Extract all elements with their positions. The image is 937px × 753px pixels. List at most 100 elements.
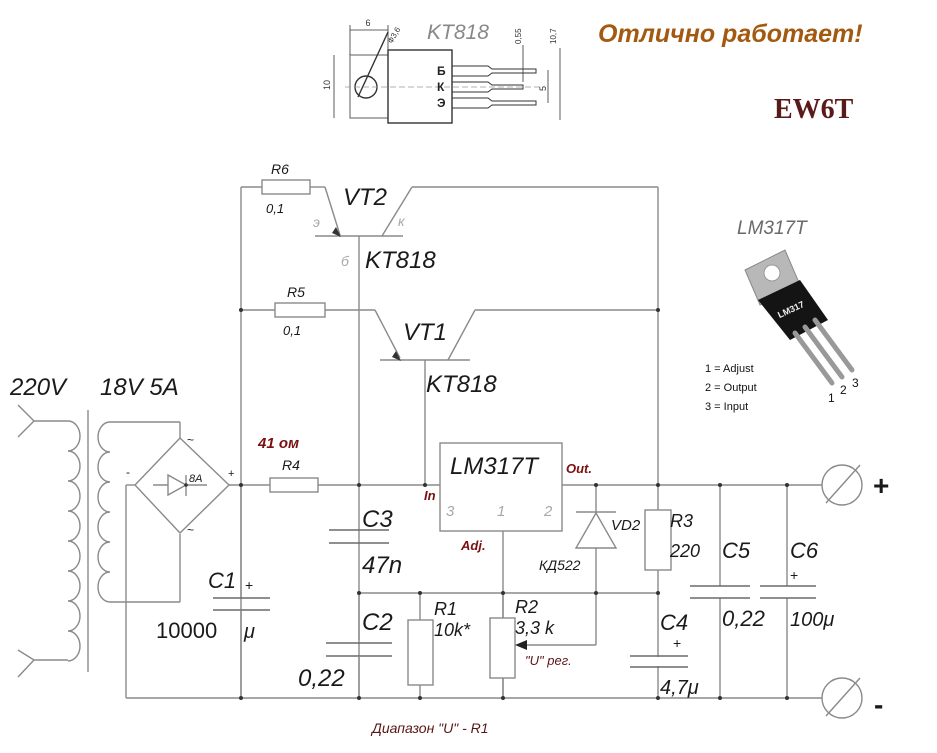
vt2-pin-k: к [398, 213, 406, 229]
secondary-winding [97, 421, 111, 603]
vt1-type: KT818 [426, 371, 497, 398]
lm317-pinout-1: 1 = Adjust [705, 363, 754, 375]
lm317-tab-hole [763, 264, 781, 282]
capacitor-c3: C3 47n [329, 506, 402, 579]
capacitor-c2: C2 0,22 [298, 609, 393, 698]
c6-value: 100μ [790, 609, 834, 631]
diode-bridge: 8A - + ~ ~ [126, 433, 234, 537]
slogan-text: Отлично работает! [598, 20, 863, 48]
transformer: 220V 18V 5A [9, 374, 181, 678]
lm317-pin-num-3: 3 [852, 376, 859, 390]
c2-name: C2 [362, 609, 393, 636]
vt2-name: VT2 [343, 184, 387, 211]
lm317-pinout-3: 3 = Input [705, 401, 748, 413]
c1-name: C1 [208, 568, 236, 593]
vt2-pin-b: б [341, 253, 350, 269]
terminal-minus-label: - [874, 689, 883, 720]
bridge-minus: - [126, 465, 130, 479]
r4-value: 41 ом [257, 435, 299, 452]
lm317-pinout-2: 2 = Output [705, 382, 757, 394]
bridge-ac-top: ~ [187, 433, 194, 447]
vd2-name: VD2 [611, 517, 641, 534]
kt818-dim-pitch: 5 [538, 86, 548, 91]
r1-name: R1 [434, 599, 457, 619]
resistor-r6: R6 0,1 [261, 161, 311, 216]
bridge-rating: 8A [189, 473, 202, 485]
primary-plug-bottom [17, 649, 68, 678]
lm317-package-picture: LM317T LM317 1 2 3 1 = Adjust 2 = Output… [705, 218, 859, 413]
r3-value: 220 [669, 541, 700, 561]
kt818-title: KT818 [427, 21, 489, 44]
r5-name: R5 [287, 284, 305, 300]
c5-value: 0,22 [722, 606, 765, 631]
brand-logo: EW6T [774, 94, 854, 125]
resistor-r5: R5 0,1 [274, 284, 326, 338]
r6-name: R6 [271, 161, 289, 177]
lm317-adj-label: Adj. [460, 538, 486, 553]
c6-name: C6 [790, 538, 819, 563]
kt818-dim-total: 10,7 [549, 28, 558, 44]
capacitor-c5: C5 0,22 [690, 538, 765, 631]
c6-polarity: + [790, 567, 798, 583]
lm317-out-label: Out. [566, 461, 592, 476]
kt818-pin-e: Э [437, 96, 446, 110]
primary-plug-top [17, 404, 68, 438]
transformer-primary-label: 220V [9, 374, 68, 401]
lm317-package-title: LM317T [737, 218, 808, 239]
vt2-emitter-arrow [332, 227, 341, 237]
bridge-diode-icon [167, 473, 188, 497]
c3-value: 47n [362, 552, 402, 579]
r2-value: 3,3 k [515, 618, 555, 638]
lm317-name: LM317T [450, 453, 540, 480]
bridge-plus: + [228, 468, 234, 480]
c1-value: 10000 [156, 618, 217, 643]
kt818-pin-k: К [437, 80, 445, 94]
r5-value: 0,1 [283, 323, 301, 338]
c1-unit: μ [243, 621, 255, 643]
c4-name: C4 [660, 610, 688, 635]
kt818-body [387, 49, 453, 124]
transistor-vt1: VT1 KT818 [392, 319, 497, 398]
c5-name: C5 [722, 538, 751, 563]
resistor-r2: R2 3,3 k "U" рег. [489, 597, 572, 698]
kt818-pin-b: Б [437, 64, 446, 78]
r1-value: 10k* [434, 620, 471, 640]
vt1-emitter-arrow [392, 351, 401, 361]
wires [125, 186, 822, 699]
transformer-secondary-label: 18V 5A [100, 374, 179, 401]
c4-polarity: + [673, 635, 681, 651]
kt818-package-drawing: 6 Ф3,6 10 0,55 5 10,7 KT818 Б К Э [322, 18, 561, 124]
capacitor-c1: C1 + 10000 μ [156, 568, 270, 698]
c3-name: C3 [362, 506, 393, 533]
lm317-pin2: 2 [543, 503, 553, 520]
kt818-dim-width: 6 [365, 18, 370, 28]
r2-wiper-arrow[interactable] [515, 640, 527, 650]
vd2-type: КД522 [539, 557, 581, 573]
resistor-r4: R4 41 ом [257, 435, 319, 493]
capacitor-c4: C4 + 4,7μ [630, 610, 699, 699]
r4-name: R4 [282, 457, 300, 473]
resistor-r1: R1 10k* [407, 599, 471, 686]
r3-name: R3 [670, 511, 693, 531]
footnote: Диапазон "U" - R1 [370, 720, 489, 736]
primary-winding [67, 420, 81, 662]
lm317-regulator: LM317T 3 1 2 In Out. Adj. [424, 442, 592, 553]
kt818-dim-hole: Ф3,6 [386, 25, 403, 45]
c1-polarity: + [245, 577, 253, 593]
kt818-dim-height: 10 [322, 80, 332, 90]
junction-dots [239, 308, 789, 700]
kt818-dim-lead: 0,55 [514, 28, 523, 44]
r2-note: "U" рег. [525, 653, 572, 668]
lm317-pin-num-1: 1 [828, 391, 835, 405]
lm317-pin1: 1 [497, 503, 505, 520]
c2-value: 0,22 [298, 665, 345, 692]
lm317-pin3: 3 [446, 503, 455, 520]
lm317-body [758, 280, 828, 340]
resistor-r3: R3 220 [644, 509, 700, 571]
lm317-pin-num-2: 2 [840, 383, 847, 397]
bridge-ac-bottom: ~ [187, 523, 194, 537]
output-terminals: + - [821, 464, 889, 720]
c4-value: 4,7μ [660, 677, 699, 699]
lm317-in-label: In [424, 488, 436, 503]
